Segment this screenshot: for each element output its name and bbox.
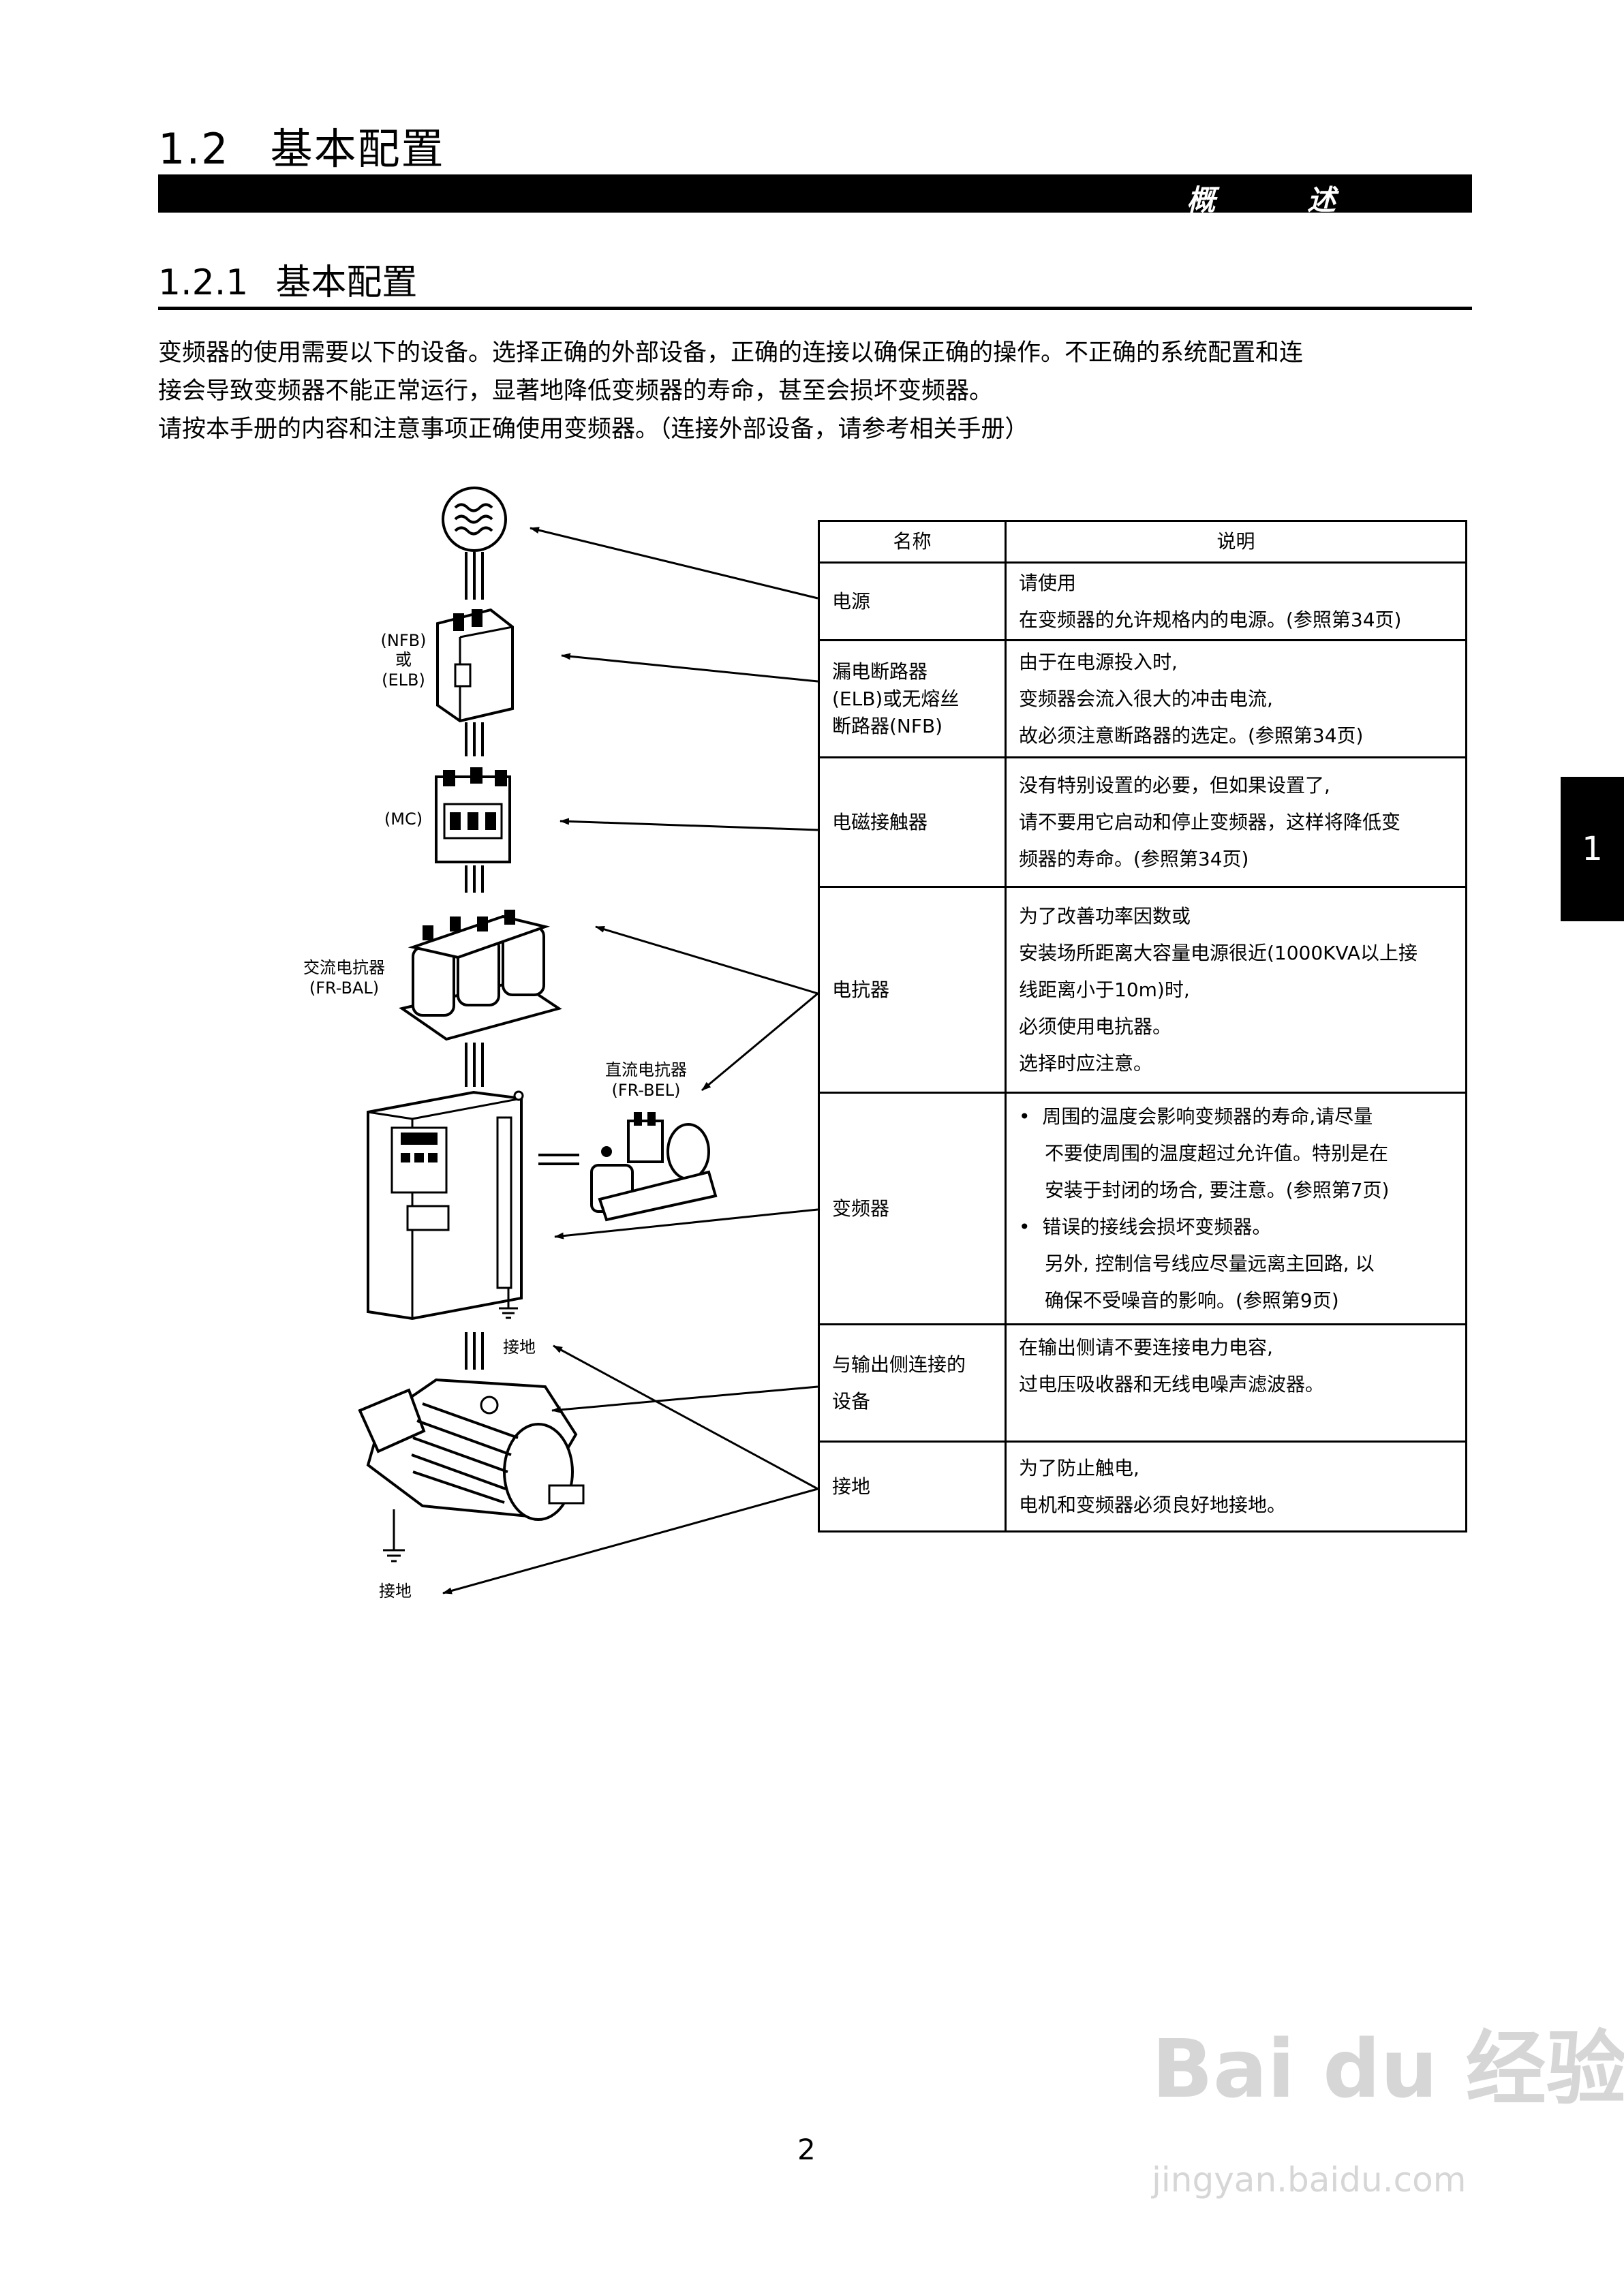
row-name: 电抗器 — [818, 886, 1007, 1094]
dc-reactor-model: (FR-BEL) — [611, 1081, 680, 1100]
equipment-table: 名称 说明 电源 请使用 在变频器的允许规格内的电源。(参照第34页) 漏电断路… — [818, 520, 1467, 1532]
table-row: 与输出侧连接的 设备 在输出侧请不要连接电力电容, 过电压吸收器和无线电噪声滤波… — [818, 1323, 1467, 1443]
inverter-icon — [367, 1090, 524, 1321]
table-header-row: 名称 说明 — [818, 520, 1467, 564]
row-desc-line: 为了防止触电, — [1019, 1456, 1139, 1479]
row-desc-line: 请使用 — [1019, 571, 1077, 594]
bullet-item: • 周围的温度会影响变频器的寿命,请尽量 — [1019, 1105, 1373, 1128]
row-desc-line: 电机和变频器必须良好地接地。 — [1019, 1493, 1287, 1516]
row-description: 为了改善功率因数或 安装场所距离大容量电源很近(1000KVA以上接 线距离小于… — [1005, 886, 1467, 1094]
row-name-line: 断路器(NFB) — [832, 714, 943, 737]
bullet-line: 周围的温度会影响变频器的寿命,请尽量 — [1042, 1105, 1373, 1128]
inverter-ground-label: 接地 — [503, 1338, 536, 1357]
row-name: 电源 — [818, 561, 1007, 641]
row-name-line: 设备 — [832, 1389, 871, 1413]
row-desc-line: 变频器会流入很大的冲击电流, — [1019, 687, 1273, 710]
power-source-icon — [442, 487, 507, 552]
motor-ground-label: 接地 — [379, 1582, 412, 1601]
row-desc-line: 安装场所距离大容量电源很近(1000KVA以上接 — [1019, 941, 1418, 964]
row-description: • 周围的温度会影响变频器的寿命,请尽量 不要使周围的温度超过允许值。特别是在 … — [1005, 1092, 1467, 1325]
row-name-line: 与输出侧连接的 — [832, 1353, 966, 1376]
row-desc-line: 过电压吸收器和无线电噪声滤波器。 — [1019, 1373, 1325, 1396]
row-desc-line: 为了改善功率因数或 — [1019, 904, 1191, 927]
chapter-bar: 概 述 — [158, 174, 1472, 217]
row-desc-line: 由于在电源投入时, — [1019, 650, 1178, 673]
subsection-rule — [158, 307, 1472, 310]
mc-label: (MC) — [384, 810, 423, 829]
row-name: 电磁接触器 — [818, 756, 1007, 888]
dc-reactor-icon — [590, 1112, 718, 1222]
row-name-line: 变频器 — [832, 1197, 890, 1220]
bullet-line: 另外, 控制信号线应尽量远离主回路, 以 — [1045, 1252, 1375, 1275]
chapter-side-tab: 1 — [1561, 777, 1624, 921]
intro-text: 变频器的使用需要以下的设备。选择正确的外部设备，正确的连接以确保正确的操作。不正… — [158, 334, 1480, 448]
ac-reactor-label: 交流电抗器 — [303, 958, 385, 977]
breaker-icon — [436, 608, 514, 723]
pointer-arrows — [442, 527, 818, 1595]
row-desc-line: 必须使用电抗器。 — [1019, 1015, 1172, 1038]
motor-icon — [358, 1378, 585, 1521]
row-name-line: 接地 — [832, 1475, 871, 1498]
or-label: 或 — [395, 650, 412, 669]
row-desc-line: 在变频器的允许规格内的电源。(参照第34页) — [1019, 608, 1402, 631]
page-number: 2 — [797, 2133, 816, 2166]
row-description: 在输出侧请不要连接电力电容, 过电压吸收器和无线电噪声滤波器。 — [1005, 1323, 1467, 1443]
ac-reactor-model: (FR-BAL) — [309, 979, 379, 998]
row-desc-line: 在输出侧请不要连接电力电容, — [1019, 1336, 1273, 1359]
bullet-line: 安装于封闭的场合, 要注意。(参照第7页) — [1045, 1178, 1390, 1201]
bullet-line: 不要使周围的温度超过允许值。特别是在 — [1045, 1141, 1389, 1165]
row-description: 由于在电源投入时, 变频器会流入很大的冲击电流, 故必须注意断路器的选定。(参照… — [1005, 639, 1467, 758]
subsection-number: 1.2.1 — [158, 262, 249, 303]
table-row: 变频器 • 周围的温度会影响变频器的寿命,请尽量 不要使周围的温度超过允许值。特… — [818, 1092, 1467, 1325]
row-desc-line: 故必须注意断路器的选定。(参照第34页) — [1019, 724, 1364, 747]
intro-line: 接会导致变频器不能正常运行，显著地降低变频器的寿命，甚至会损坏变频器。 — [158, 378, 994, 405]
table-row: 漏电断路器 (ELB)或无熔丝 断路器(NFB) 由于在电源投入时, 变频器会流… — [818, 639, 1467, 758]
row-name-line: (ELB)或无熔丝 — [832, 687, 960, 710]
header-description: 说明 — [1005, 520, 1467, 564]
bullet-item: • 错误的接线会损坏变频器。 — [1019, 1215, 1272, 1238]
row-name-line: 电抗器 — [832, 978, 890, 1001]
header-name: 名称 — [818, 520, 1007, 564]
row-desc-line: 频器的寿命。(参照第34页) — [1019, 847, 1249, 870]
watermark-url: jingyan.baidu.com — [1152, 2160, 1467, 2200]
table-row: 电磁接触器 没有特别设置的必要，但如果设置了, 请不要用它启动和停止变频器，这样… — [818, 756, 1467, 888]
contactor-icon — [435, 767, 511, 863]
row-desc-line: 线距离小于10m)时, — [1019, 978, 1190, 1001]
row-name: 接地 — [818, 1441, 1007, 1532]
bullet-line: 错误的接线会损坏变频器。 — [1042, 1215, 1272, 1238]
subsection-title: 基本配置 — [275, 262, 418, 303]
section-title: 基本配置 — [270, 124, 445, 174]
row-desc-line: 请不要用它启动和停止变频器，这样将降低变 — [1019, 810, 1401, 833]
ac-reactor-icon — [399, 910, 562, 1041]
nfb-label: (NFB) — [381, 631, 427, 650]
row-desc-line: 没有特别设置的必要，但如果设置了, — [1019, 773, 1330, 797]
subsection-heading: 1.2.1 基本配置 — [158, 253, 417, 305]
table-row: 电抗器 为了改善功率因数或 安装场所距离大容量电源很近(1000KVA以上接 线… — [818, 886, 1467, 1094]
table-row: 接地 为了防止触电, 电机和变频器必须良好地接地。 — [818, 1441, 1467, 1532]
chapter-bar-label: 概 述 — [1186, 183, 1377, 217]
dc-reactor-label: 直流电抗器 — [605, 1060, 687, 1079]
intro-line: 请按本手册的内容和注意事项正确使用变频器。（连接外部设备，请参考相关手册） — [158, 416, 1029, 443]
row-description: 没有特别设置的必要，但如果设置了, 请不要用它启动和停止变频器，这样将降低变 频… — [1005, 756, 1467, 888]
row-name: 变频器 — [818, 1092, 1007, 1325]
row-name-line: 电源 — [832, 589, 871, 613]
section-number: 1.2 — [158, 124, 230, 174]
table-row: 电源 请使用 在变频器的允许规格内的电源。(参照第34页) — [818, 561, 1467, 641]
row-name: 与输出侧连接的 设备 — [818, 1323, 1007, 1443]
row-description: 请使用 在变频器的允许规格内的电源。(参照第34页) — [1005, 561, 1467, 641]
row-name: 漏电断路器 (ELB)或无熔丝 断路器(NFB) — [818, 639, 1007, 758]
section-heading: 1.2 基本配置 — [158, 114, 445, 176]
watermark-brand: Bai du 经验 — [1152, 2022, 1624, 2116]
row-description: 为了防止触电, 电机和变频器必须良好地接地。 — [1005, 1441, 1467, 1532]
elb-label: (ELB) — [382, 671, 425, 690]
row-desc-line: 选择时应注意。 — [1019, 1051, 1153, 1075]
row-name-line: 漏电断路器 — [832, 660, 928, 683]
row-name-line: 电磁接触器 — [832, 810, 928, 833]
bullet-line: 确保不受噪音的影响。(参照第9页) — [1045, 1289, 1339, 1312]
intro-line: 变频器的使用需要以下的设备。选择正确的外部设备，正确的连接以确保正确的操作。不正… — [158, 339, 1304, 367]
